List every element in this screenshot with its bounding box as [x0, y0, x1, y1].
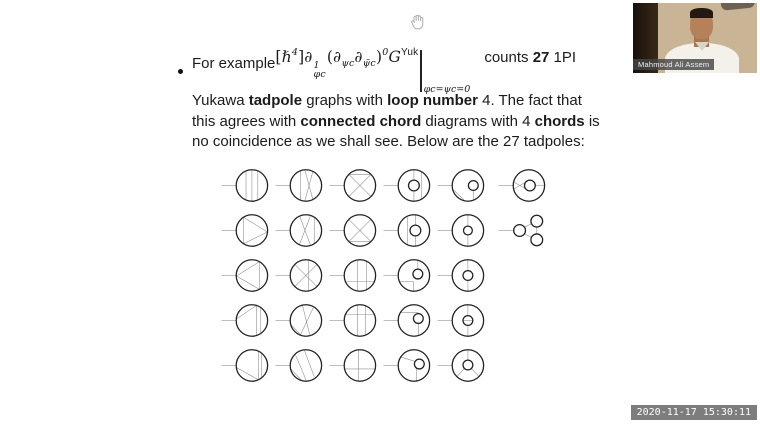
tadpole-diagram: [275, 259, 323, 292]
tadpole-diagram: [221, 169, 269, 202]
body-text: is: [584, 112, 600, 130]
bold-text: tadpole: [248, 92, 303, 109]
tadpole-diagram: [498, 214, 544, 247]
bold-text: chords: [534, 112, 585, 130]
evaluation-bar: φc=ψc=0: [420, 50, 471, 95]
tadpole-diagram: [221, 214, 269, 247]
tadpole-diagram: [329, 304, 377, 337]
paren-exponent: 0: [382, 47, 389, 58]
tadpole-diagram: [329, 349, 377, 382]
counts-suffix: 1PI: [549, 48, 577, 66]
partial3-operator: ∂: [354, 48, 363, 66]
tadpole-diagram: [329, 169, 377, 202]
diagram-row: [220, 343, 551, 388]
green-function-symbol: G: [388, 48, 402, 66]
tadpole-diagram: [329, 214, 377, 247]
paren-close: ): [375, 48, 383, 66]
body-text: graphs with: [302, 92, 388, 109]
tadpole-diagram: [437, 214, 485, 247]
tadpole-diagram: [329, 259, 377, 292]
evaluation-subscript: φc=ψc=0: [423, 84, 471, 95]
recording-timestamp: 2020-11-17 15:30:11: [630, 405, 757, 420]
paragraph-line: this agrees with connected chord diagram…: [192, 112, 600, 133]
tadpole-diagram: [275, 304, 323, 337]
webcam-ceiling-fan: [720, 3, 756, 11]
bold-text: loop number: [387, 92, 478, 109]
hbar-bracket: [ℏ: [275, 48, 292, 66]
yukawa-superscript: Yuk: [401, 47, 419, 58]
webcam-tile[interactable]: Mahmoud Ali Assem: [633, 3, 757, 73]
paragraph-line: no coincidence as we shall see. Below ar…: [192, 132, 600, 153]
formula-intro-text: For example: [192, 54, 276, 72]
counts-text: counts 27 1PI: [484, 49, 576, 66]
tadpole-diagram: [275, 169, 323, 202]
tadpole-diagram: [275, 349, 323, 382]
tadpole-diagram: [383, 259, 431, 292]
diagram-row: [220, 163, 551, 208]
tadpole-diagram: [383, 169, 431, 202]
partial3-sub: ψ̄c: [362, 58, 376, 69]
diagram-row: [220, 208, 551, 253]
tadpole-grid: [220, 163, 551, 388]
partial-sub: φc: [313, 68, 326, 80]
tadpole-diagram: [221, 349, 269, 382]
slide-paragraph: Yukawa tadpole graphs with loop number 4…: [192, 91, 600, 153]
tadpole-diagram: [437, 304, 485, 337]
hbar-exponent: 4: [291, 47, 299, 58]
tadpole-diagram: [221, 259, 269, 292]
partial-sup: 1: [313, 60, 320, 71]
partial2-sub: ψc: [341, 58, 355, 69]
tadpole-diagram: [437, 259, 485, 292]
tadpole-diagram: [383, 349, 431, 382]
bold-text: connected chord: [300, 112, 422, 130]
person-collar: [695, 42, 709, 51]
person-hair: [690, 8, 713, 18]
counts-number: 27: [532, 48, 550, 66]
paren-open: (: [326, 48, 334, 66]
participant-name-label: Mahmoud Ali Assem: [633, 59, 715, 70]
tadpole-diagram: [437, 169, 485, 202]
counts-label: counts: [484, 48, 533, 66]
body-text: 4. The fact that: [477, 92, 582, 109]
tadpole-diagram: [437, 349, 485, 382]
bullet-point: [178, 69, 183, 74]
partial2-operator: ∂: [333, 48, 342, 66]
bracket-close: ]: [298, 48, 305, 66]
body-text: no coincidence as we shall see. Below ar…: [192, 133, 585, 150]
partial-operator: ∂: [304, 48, 313, 66]
tadpole-diagram: [221, 304, 269, 337]
body-text: diagrams with 4: [421, 112, 535, 130]
diagram-row: [220, 253, 551, 298]
vertical-bar: [420, 50, 422, 92]
body-text: this agrees with: [192, 112, 301, 130]
paragraph-line: Yukawa tadpole graphs with loop number 4…: [192, 91, 600, 112]
tadpole-diagram: [498, 169, 546, 202]
tadpole-diagram: [383, 304, 431, 337]
diagram-row: [220, 298, 551, 343]
grab-hand-cursor-icon: [408, 12, 428, 32]
tadpole-diagram: [275, 214, 323, 247]
tadpole-diagram: [383, 214, 431, 247]
body-text: Yukawa: [192, 92, 249, 109]
